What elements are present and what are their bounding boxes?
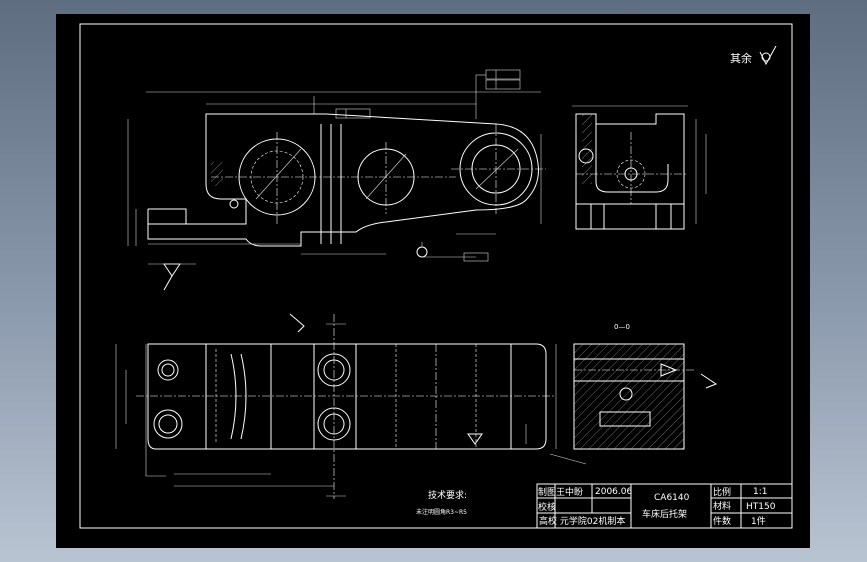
front-view	[127, 69, 546, 291]
cad-drawing: 其余	[79, 23, 793, 529]
title-block	[536, 483, 793, 529]
drawing-date: 2006.06	[595, 487, 632, 497]
tech-requirements-item: 未注明圆角R3~R5	[416, 508, 467, 516]
section-view	[549, 343, 718, 465]
part-code: CA6140	[654, 493, 690, 503]
tech-requirements-title: 技术要求:	[428, 489, 467, 501]
quantity-label: 件数	[713, 515, 731, 527]
checked-label: 校核	[538, 501, 556, 513]
school-name: 高校 元学院02机制本	[539, 515, 625, 527]
scale-value: 1:1	[753, 487, 767, 497]
part-name: 车床后托架	[642, 508, 687, 520]
top-view	[115, 313, 556, 499]
drawn-name: 王中盼	[556, 486, 583, 498]
roughness-symbol-icon	[759, 45, 777, 66]
scale-label: 比例	[713, 486, 731, 498]
section-label: 0—0	[614, 323, 630, 331]
material-label: 材料	[713, 500, 731, 512]
drawn-label: 制图	[538, 486, 556, 498]
side-view	[572, 105, 707, 230]
material-value: HT150	[746, 502, 776, 512]
datum-a-icon	[416, 246, 428, 258]
drawing-frame	[79, 23, 793, 529]
quantity-value: 1件	[751, 515, 766, 527]
drawing-sheet: 其余	[56, 14, 810, 548]
surface-roughness-note: 其余	[730, 51, 752, 65]
